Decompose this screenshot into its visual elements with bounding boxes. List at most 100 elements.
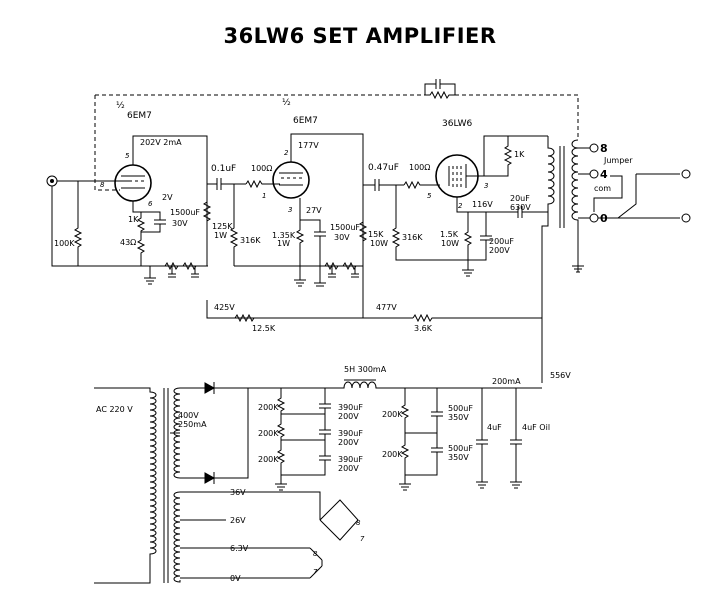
svg-text:200V: 200V [338, 464, 359, 473]
filter-bank-2: 200K 200K 500uF 350V 500uF 350V [382, 388, 473, 491]
svg-text:200K: 200K [382, 450, 403, 459]
svg-text:27V: 27V [306, 206, 322, 215]
svg-text:400V: 400V [178, 411, 199, 420]
page-title: 36LW6 SET AMPLIFIER [223, 24, 497, 48]
svg-text:8: 8 [313, 550, 318, 558]
coupling-capacitor-2: 0.47uF 100Ω 5 316K [363, 163, 468, 261]
svg-text:30V: 30V [334, 233, 350, 242]
svg-text:2: 2 [284, 149, 289, 157]
output-transformer [541, 136, 590, 273]
terminal-8[interactable] [589, 143, 599, 153]
svg-text:200K: 200K [258, 429, 279, 438]
tube1-type: 6EM7 [127, 111, 152, 121]
svg-text:350V: 350V [448, 453, 469, 462]
svg-text:AC 220 V: AC 220 V [96, 405, 133, 414]
svg-text:200V: 200V [489, 246, 510, 255]
svg-text:15K: 15K [368, 230, 384, 239]
svg-text:316K: 316K [240, 236, 261, 245]
resistor-100k-grid: 100K [54, 181, 83, 266]
svg-text:5H 300mA: 5H 300mA [344, 365, 387, 374]
tube-2-6em7: ½ 6EM7 177V 2 3 [272, 98, 364, 300]
svg-text:556V: 556V [550, 371, 571, 380]
speaker-plus-terminal[interactable] [681, 169, 691, 179]
filter-bank-1: 200K 200K 200K 390uF 200V 390uF 200V 390… [258, 388, 363, 491]
terminal-4[interactable] [589, 169, 599, 179]
svg-text:10W: 10W [370, 239, 388, 248]
output-cathode-network: 116V 1.5K 10W 200uF 200V 20uF 630V [440, 194, 548, 277]
tube1-cathode-network: 2V 1K 1500uF 30V 43Ω [120, 193, 200, 266]
svg-text:250mA: 250mA [178, 420, 207, 429]
svg-text:1.35K: 1.35K [272, 231, 296, 240]
svg-text:0.47uF: 0.47uF [368, 163, 399, 173]
svg-text:2V: 2V [162, 193, 173, 202]
svg-text:30V: 30V [172, 219, 188, 228]
svg-text:200uF: 200uF [489, 237, 514, 246]
tube-1-6em7: ½ 6EM7 5 8 6 202V 2mA [100, 101, 208, 266]
plate-resistor-125k: 125K 1W [202, 201, 233, 240]
svg-text:200mA: 200mA [492, 377, 521, 386]
svg-text:3.6K: 3.6K [414, 324, 433, 333]
svg-text:200V: 200V [338, 412, 359, 421]
resistor-100k-label: 100K [54, 239, 75, 248]
terminal-0[interactable] [589, 213, 599, 223]
svg-text:200K: 200K [258, 455, 279, 464]
coupling-capacitor-1: 0.1uF 100Ω 1 316K [207, 164, 280, 266]
svg-text:0V: 0V [230, 574, 241, 583]
feedback-rc-network [424, 79, 456, 100]
svg-text:630V: 630V [510, 203, 531, 212]
filter-caps-4uf: 4uF 4uF Oil [476, 388, 550, 489]
svg-text:26V: 26V [230, 516, 246, 525]
svg-text:3: 3 [288, 206, 292, 214]
tube-3-36lw6: 36LW6 3 2 1K [435, 119, 548, 210]
svg-text:4uF Oil: 4uF Oil [522, 423, 550, 432]
svg-text:7: 7 [313, 568, 318, 576]
svg-text:8: 8 [356, 519, 361, 527]
svg-text:100Ω: 100Ω [409, 163, 430, 172]
svg-text:200K: 200K [258, 403, 279, 412]
svg-text:20uF: 20uF [510, 194, 530, 203]
svg-text:36LW6: 36LW6 [442, 119, 473, 129]
svg-text:4uF: 4uF [487, 423, 502, 432]
svg-text:6EM7: 6EM7 [293, 116, 318, 126]
heater-windings: 36V 26V 6.3V 0V 8 7 8 7 [173, 488, 365, 583]
speaker-minus-terminal[interactable] [681, 213, 691, 223]
svg-text:10W: 10W [441, 239, 459, 248]
svg-text:116V: 116V [472, 200, 493, 209]
svg-text:1K: 1K [514, 150, 525, 159]
plate-resistor-15k: 15K 10W [358, 221, 388, 248]
svg-text:1.5K: 1.5K [440, 230, 459, 239]
svg-text:477V: 477V [376, 303, 397, 312]
svg-text:390uF: 390uF [338, 403, 363, 412]
svg-text:350V: 350V [448, 413, 469, 422]
svg-text:500uF: 500uF [448, 404, 473, 413]
svg-text:200K: 200K [382, 410, 403, 419]
svg-text:8: 8 [600, 142, 608, 155]
svg-text:200V: 200V [338, 438, 359, 447]
tube1-plate-note: 202V 2mA [140, 138, 182, 147]
svg-text:4: 4 [600, 168, 608, 181]
global-feedback-loop [94, 79, 579, 191]
svg-text:8: 8 [100, 181, 105, 189]
b-plus-rail: 425V 477V 12.5K 3.6K 556V 200mA [206, 240, 571, 386]
svg-text:1W: 1W [277, 239, 290, 248]
output-terminals: 8 4 0 Jumper com [589, 142, 691, 225]
tube1-fraction: ½ [116, 101, 125, 111]
svg-text:177V: 177V [298, 141, 319, 150]
input-jack [46, 175, 208, 267]
power-transformer: AC 220 V 400V 250mA [94, 382, 249, 584]
svg-text:½: ½ [282, 98, 291, 108]
svg-text:0.1uF: 0.1uF [211, 164, 236, 174]
svg-text:390uF: 390uF [338, 429, 363, 438]
svg-text:1K: 1K [128, 215, 139, 224]
svg-text:6.3V: 6.3V [230, 544, 249, 553]
svg-text:43Ω: 43Ω [120, 238, 136, 247]
svg-text:1W: 1W [214, 231, 227, 240]
svg-text:5: 5 [125, 152, 130, 160]
svg-text:6: 6 [148, 200, 153, 208]
choke-5h: 5H 300mA [248, 365, 542, 389]
decoupling-network-2 [314, 261, 359, 287]
svg-text:36V: 36V [230, 488, 246, 497]
svg-text:1500uF: 1500uF [170, 208, 200, 217]
svg-text:3: 3 [484, 182, 488, 190]
